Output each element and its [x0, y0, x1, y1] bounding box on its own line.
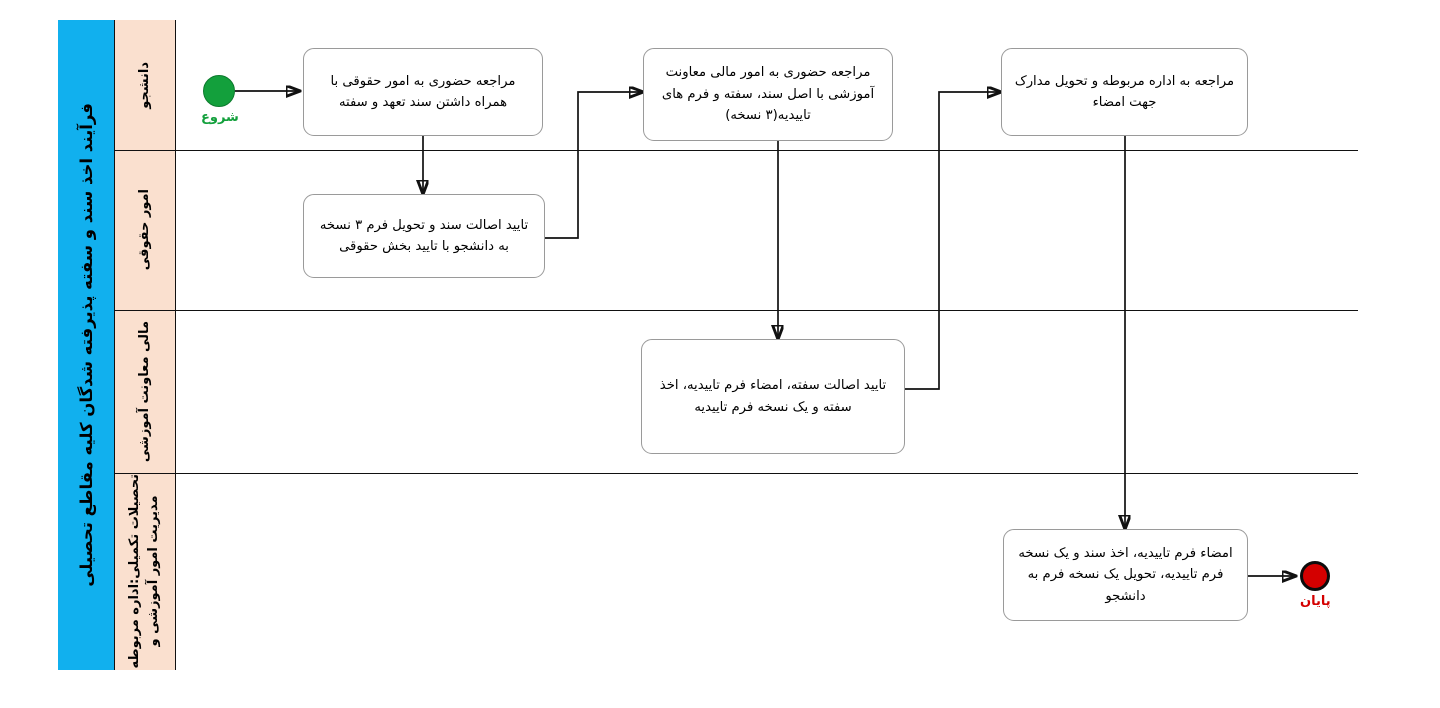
lane-header-finance: مالی معاونت آموزشی [115, 310, 176, 473]
lane-divider-1 [115, 150, 1358, 151]
diagram-title: فرآیند اخذ سند و سفته پذیرفته شدگان کلیه… [76, 103, 96, 587]
end-event-label: پایان [1300, 594, 1331, 609]
lane-divider-2 [115, 310, 1358, 311]
task-box-3[interactable]: مراجعه به اداره مربوطه و تحویل مدارک جهت… [1001, 48, 1248, 136]
lane-header-student: دانشجو [115, 20, 176, 150]
task-box-5[interactable]: تایید اصالت سفته، امضاء فرم تاییدیه، اخذ… [641, 339, 905, 454]
task-box-1[interactable]: مراجعه حضوری به امور حقوقی با همراه داشت… [303, 48, 543, 136]
start-event-label: شروع [201, 110, 239, 125]
lane-divider-3 [115, 473, 1358, 474]
task-box-2[interactable]: مراجعه حضوری به امور مالی معاونت آموزشی … [643, 48, 893, 141]
lane-label-legal: امور حقوقی [136, 189, 152, 271]
lane-label-student: دانشجو [136, 61, 152, 109]
lane-header-legal: امور حقوقی [115, 150, 176, 310]
diagram-title-band: فرآیند اخذ سند و سفته پذیرفته شدگان کلیه… [58, 20, 115, 670]
lane-label-finance: مالی معاونت آموزشی [136, 320, 152, 463]
start-event-icon [203, 75, 235, 107]
end-event-icon [1300, 561, 1330, 591]
task-box-4[interactable]: تایید اصالت سند و تحویل فرم ۳ نسخه به دا… [303, 194, 545, 278]
task-box-6[interactable]: امضاء فرم تاییدیه، اخذ سند و یک نسخه فرم… [1003, 529, 1248, 621]
